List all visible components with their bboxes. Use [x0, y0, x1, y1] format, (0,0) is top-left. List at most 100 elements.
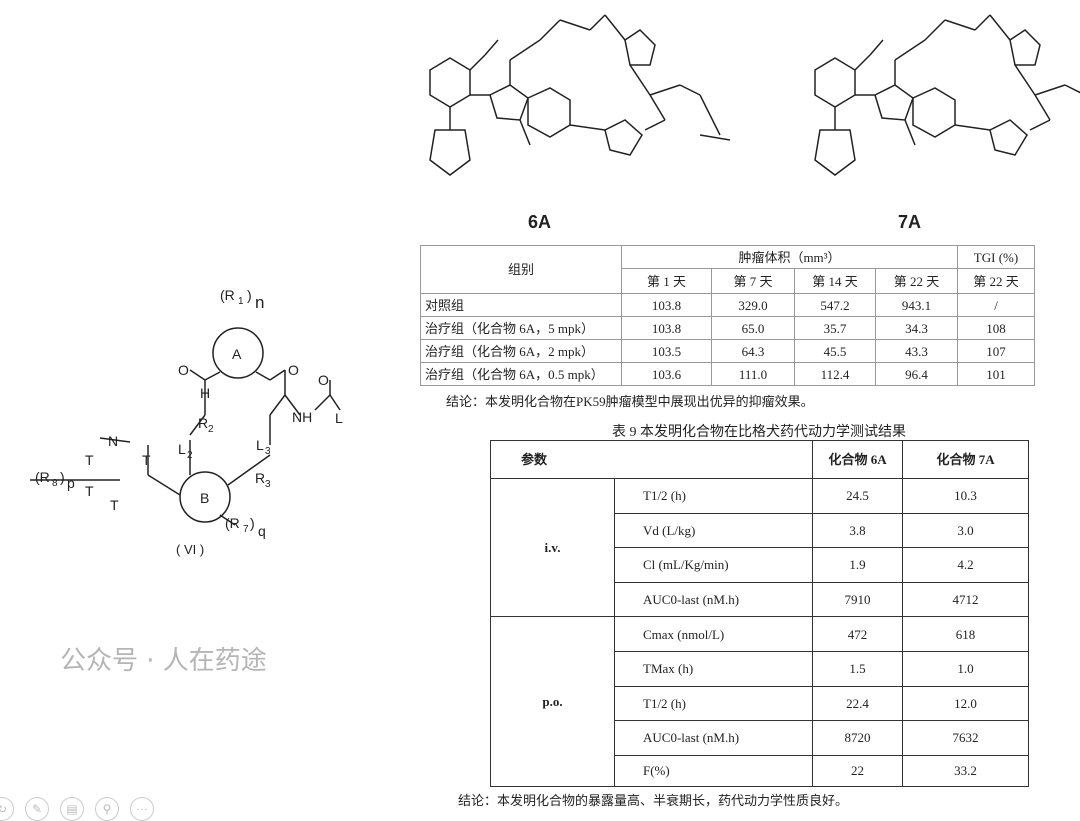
svg-text:1: 1: [238, 296, 244, 307]
svg-text:2: 2: [208, 424, 214, 435]
svg-text:T: T: [142, 452, 151, 468]
svg-text:B: B: [200, 490, 209, 506]
group-header: 组别: [420, 245, 622, 294]
table-cell: 103.5: [621, 339, 712, 363]
table-cell: T1/2 (h): [613, 478, 814, 514]
table-cell: 1.0: [902, 650, 1030, 687]
svg-text:R: R: [198, 415, 208, 431]
table-cell: 7632: [902, 720, 1030, 756]
svg-text:): ): [250, 515, 255, 531]
table-cell: 547.2: [794, 293, 876, 317]
svg-text:T: T: [85, 483, 94, 499]
svg-text:NH: NH: [292, 409, 312, 425]
table-cell: 101: [957, 362, 1035, 386]
table-cell: TMax (h): [613, 650, 814, 687]
table-cell: 22: [812, 754, 904, 787]
svg-text:3: 3: [265, 446, 271, 457]
svg-text:O: O: [318, 372, 329, 388]
table-cell: 治疗组（化合物 6A，5 mpk）: [420, 316, 622, 340]
table1-conclusion: 结论：本发明化合物在PK59肿瘤模型中展现出优异的抑瘤效果。: [446, 394, 814, 409]
table-cell: /: [957, 293, 1035, 317]
table-cell: 618: [902, 616, 1030, 652]
table-cell: 1.9: [812, 547, 904, 583]
table-cell: 472: [812, 616, 904, 652]
day-header-row: 第 1 天第 7 天第 14 天第 22 天第 22 天: [421, 268, 1035, 294]
svg-text:8: 8: [52, 478, 58, 489]
svg-text:(R: (R: [35, 469, 50, 485]
table-cell: 3.0: [902, 512, 1030, 549]
svg-text:): ): [247, 287, 252, 303]
svg-text:L: L: [256, 437, 264, 453]
rotate-icon[interactable]: ↻: [0, 797, 14, 821]
compound-label-6a: 6A: [528, 212, 551, 232]
svg-text:n: n: [255, 293, 264, 312]
svg-text:T: T: [110, 497, 119, 513]
table-cell: 4712: [902, 581, 1030, 618]
more-icon[interactable]: ···: [130, 797, 154, 821]
pen-icon[interactable]: ✎: [25, 797, 49, 821]
table-cell: 107: [957, 339, 1035, 363]
svg-text:): ): [60, 469, 65, 485]
svg-text:L: L: [178, 441, 186, 457]
table2-title: 表 9 本发明化合物在比格犬药代动力学测试结果: [612, 425, 906, 440]
table-cell: AUC0-last (nM.h): [613, 720, 814, 756]
table-cell: 64.3: [711, 339, 795, 363]
svg-text:N: N: [108, 433, 118, 449]
table-cell: 治疗组（化合物 6A，2 mpk）: [420, 339, 622, 363]
svg-text:2: 2: [187, 450, 193, 461]
table-cell: 103.8: [621, 316, 712, 340]
table-cell: 45.5: [794, 339, 876, 363]
table-cell: 对照组: [420, 293, 622, 317]
tgi-header: TGI (%): [957, 245, 1035, 269]
route-group: p.o.: [490, 616, 615, 787]
table-cell: 7910: [812, 581, 904, 618]
table-cell: Vd (L/kg): [613, 512, 814, 549]
param-header: 参数: [489, 440, 814, 479]
table-cell: Cmax (nmol/L): [613, 616, 814, 652]
svg-text:3: 3: [265, 479, 271, 490]
svg-text:p: p: [67, 475, 75, 491]
table-cell: 103.6: [621, 362, 712, 386]
svg-text:T: T: [85, 452, 94, 468]
table-cell: 3.8: [812, 512, 904, 549]
table-cell: 943.1: [875, 293, 958, 317]
table-cell: 22.4: [812, 685, 904, 722]
table-cell: 10.3: [902, 478, 1030, 514]
route-group: i.v.: [490, 477, 615, 618]
table-cell: 1.5: [812, 650, 904, 687]
tumor-volume-table: 组别肿瘤体积（mm³）TGI (%) 第 1 天第 7 天第 14 天第 22 …: [420, 245, 1035, 386]
watermark: 公众号 · 人在药途: [60, 646, 267, 676]
table-cell: 12.0: [902, 685, 1030, 722]
table-cell: F(%): [613, 754, 814, 787]
svg-text:L: L: [335, 410, 343, 426]
copy-icon[interactable]: ▤: [60, 797, 84, 821]
table-cell: Cl (mL/Kg/min): [613, 547, 814, 583]
table-cell: 43.3: [875, 339, 958, 363]
table-cell: 治疗组（化合物 6A，0.5 mpk）: [420, 362, 622, 386]
table-cell: 103.8: [621, 293, 712, 317]
svg-text:O: O: [178, 362, 189, 378]
svg-text:H: H: [200, 385, 210, 401]
table-cell: T1/2 (h): [613, 685, 814, 722]
svg-text:q: q: [258, 523, 266, 539]
table-cell: 33.2: [902, 754, 1030, 787]
table-cell: 108: [957, 316, 1035, 340]
zoom-icon[interactable]: ⚲: [95, 797, 119, 821]
svg-text:( VI ): ( VI ): [176, 542, 204, 557]
svg-text:O: O: [288, 362, 299, 378]
table-cell: 35.7: [794, 316, 876, 340]
svg-text:(R: (R: [225, 515, 240, 531]
